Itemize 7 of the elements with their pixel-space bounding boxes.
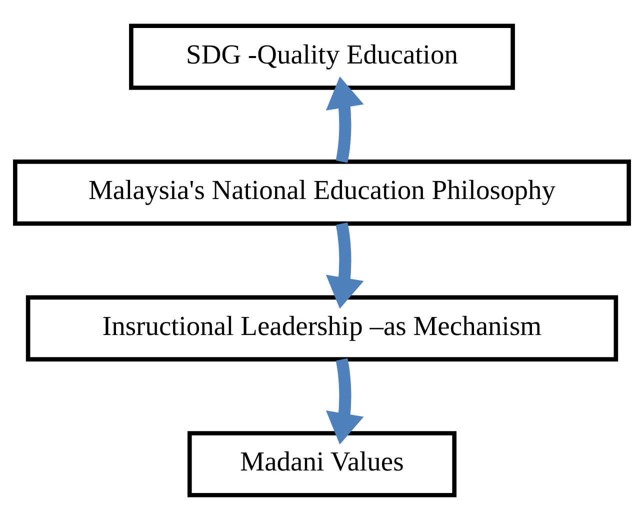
node-box: Malaysia's National Education Philosophy	[13, 159, 631, 226]
node-box: SDG -Quality Education	[129, 23, 515, 90]
arrow	[326, 358, 364, 444]
node-box: Insructional Leadership –as Mechanism	[26, 294, 618, 361]
arrow	[326, 222, 364, 308]
node-box: Madani Values	[188, 430, 456, 497]
arrow	[326, 76, 364, 162]
